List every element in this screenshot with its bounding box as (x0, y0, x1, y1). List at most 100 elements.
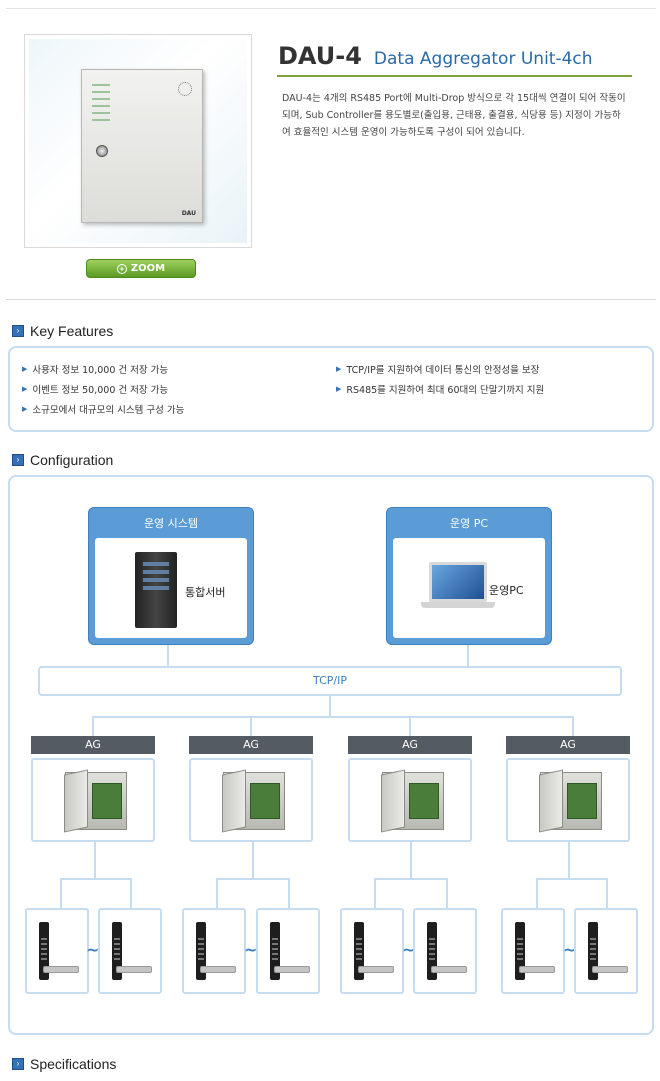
key-features-title: Key Features (30, 323, 114, 339)
door-lock-device (340, 908, 404, 994)
connector-line (167, 645, 169, 666)
connector-line (374, 878, 448, 880)
specifications-title: Specifications (30, 1056, 117, 1072)
feature-item: ▶ 소규모에서 대규모의 시스템 구성 가능 (22, 402, 184, 416)
ag-label: AG (31, 736, 155, 754)
connector-line (568, 842, 570, 880)
product-title: DAU-4 Data Aggregator Unit-4ch (278, 42, 593, 70)
arrow-bullet-icon: ▶ (336, 385, 342, 393)
bullet-arrow-icon: › (12, 325, 24, 337)
title-underline (277, 75, 632, 77)
lock-handle (274, 966, 310, 973)
ag-controller-image (348, 758, 472, 842)
feature-item: ▶ RS485를 지원하여 최대 60대의 단말기까지 지원 (336, 382, 544, 396)
connector-line (446, 878, 448, 908)
laptop-icon (429, 562, 487, 602)
feature-text: 사용자 정보 10,000 건 저장 가능 (32, 365, 169, 376)
feature-item: ▶ TCP/IP를 지원하여 데이터 통신의 안정성을 보장 (336, 362, 539, 376)
operating-pc-body: 운영PC (393, 538, 545, 638)
range-symbol: ~ (402, 940, 416, 959)
key-features-heading: › Key Features (12, 323, 113, 339)
range-symbol: ~ (86, 940, 100, 959)
feature-text: 이벤트 정보 50,000 건 저장 가능 (32, 385, 169, 396)
feature-text: TCP/IP를 지원하여 데이터 통신의 안정성을 보장 (346, 365, 540, 376)
specifications-heading: › Specifications (12, 1056, 116, 1072)
dau-cabinet-image: DAU (81, 69, 203, 223)
door-lock-icon (427, 922, 437, 980)
lock-handle (358, 966, 394, 973)
led-indicator (92, 105, 110, 107)
server-bay (143, 578, 169, 582)
operating-pc-panel: 운영 PC 운영PC (386, 507, 552, 645)
connector-line (536, 878, 538, 908)
keypad (429, 938, 435, 962)
arrow-bullet-icon: ▶ (22, 405, 28, 413)
ag-label: AG (506, 736, 630, 754)
lock-handle (200, 966, 236, 973)
door-lock-icon (196, 922, 206, 980)
zoom-button-label: ZOOM (130, 263, 166, 274)
product-image: DAU (29, 39, 247, 243)
door-lock-device (501, 908, 565, 994)
keypad (517, 938, 523, 962)
connector-line (252, 842, 254, 880)
zoom-button[interactable]: + ZOOM (86, 259, 196, 278)
connector-line (606, 878, 608, 908)
cabinet-door (222, 769, 246, 833)
lock-handle (592, 966, 628, 973)
product-subtitle: Data Aggregator Unit-4ch (373, 49, 593, 69)
controller-cabinet-icon (539, 769, 602, 833)
connector-line (410, 842, 412, 880)
door-lock-device (574, 908, 638, 994)
door-lock-icon (112, 922, 122, 980)
connector-line (250, 716, 252, 736)
operating-system-body: 통합서버 (95, 538, 247, 638)
feature-item: ▶ 이벤트 정보 50,000 건 저장 가능 (22, 382, 168, 396)
circuit-board-icon (567, 783, 597, 819)
key-lock-icon (96, 145, 108, 157)
lock-handle (116, 966, 152, 973)
keypad (114, 938, 120, 962)
range-symbol: ~ (244, 940, 258, 959)
door-lock-device (413, 908, 477, 994)
key-features-box: ▶ 사용자 정보 10,000 건 저장 가능 ▶ 이벤트 정보 50,000 … (8, 346, 654, 432)
connector-line (94, 842, 96, 880)
range-symbol: ~ (563, 940, 577, 959)
connector-line (60, 878, 132, 880)
ag-label: AG (348, 736, 472, 754)
server-bay (143, 586, 169, 590)
fan-icon (178, 82, 192, 96)
operating-pc-title: 운영 PC (449, 517, 489, 530)
tcp-ip-network-bar: TCP/IP (38, 666, 622, 696)
cabinet-brand-label: DAU (181, 210, 196, 217)
connector-line (216, 878, 218, 908)
lock-handle (431, 966, 467, 973)
door-lock-icon (354, 922, 364, 980)
connector-line (572, 716, 574, 736)
door-lock-icon (588, 922, 598, 980)
led-indicator (92, 119, 110, 121)
product-image-frame: DAU (24, 34, 252, 248)
keypad (41, 938, 47, 962)
section-divider (6, 299, 656, 300)
server-label: 통합서버 (185, 586, 226, 599)
plus-circle-icon: + (116, 263, 127, 274)
ag-label: AG (189, 736, 313, 754)
connector-line (374, 878, 376, 908)
server-bay (143, 570, 169, 574)
led-indicator (92, 91, 110, 93)
door-lock-device (256, 908, 320, 994)
door-lock-icon (515, 922, 525, 980)
door-lock-device (182, 908, 246, 994)
circuit-board-icon (92, 783, 122, 819)
feature-text: RS485를 지원하여 최대 60대의 단말기까지 지원 (346, 385, 545, 396)
connector-line (409, 716, 411, 736)
connector-line (536, 878, 608, 880)
server-icon (135, 552, 177, 628)
server-bay (143, 562, 169, 566)
controller-cabinet-icon (381, 769, 444, 833)
circuit-board-icon (409, 783, 439, 819)
led-indicator (92, 112, 110, 114)
keypad (272, 938, 278, 962)
led-indicator (92, 98, 110, 100)
